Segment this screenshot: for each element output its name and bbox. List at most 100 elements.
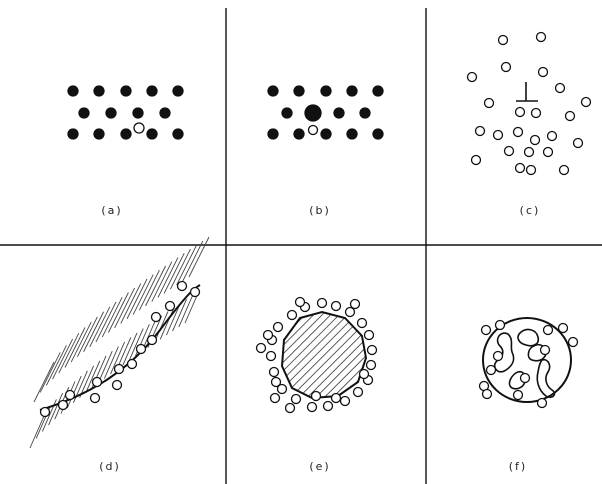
solvent-atom [133, 108, 143, 118]
solute-atom [532, 109, 541, 118]
segregated-solute-atom [59, 401, 68, 410]
atmosphere-atom [270, 368, 279, 377]
solvent-atom [68, 129, 78, 139]
solute-atom [531, 136, 540, 145]
dislocation-symbol [516, 82, 538, 101]
solvent-atom [321, 129, 331, 139]
cluster-atom [496, 321, 505, 330]
cluster-atom [514, 391, 523, 400]
solute-atom [537, 33, 546, 42]
segregated-solute-atom [128, 360, 137, 369]
solvent-atom [68, 86, 78, 96]
atmosphere-atom [286, 404, 295, 413]
atmosphere-atom [267, 352, 276, 361]
solvent-atom [347, 129, 357, 139]
solute-atom [514, 128, 523, 137]
solvent-atom [334, 108, 344, 118]
solvent-atom [268, 86, 278, 96]
segregated-solute-atom [178, 282, 187, 291]
segregated-solute-atom [152, 313, 161, 322]
solute-atom [527, 166, 536, 175]
atmosphere-atom [332, 394, 341, 403]
atmosphere-atom [308, 403, 317, 412]
panel-grid-lines [0, 8, 602, 484]
panel-a-interstitial [68, 86, 183, 139]
solute-atom [574, 139, 583, 148]
atmosphere-atom [354, 388, 363, 397]
atmosphere-atom [367, 361, 376, 370]
atmosphere-atom [272, 378, 281, 387]
solute-atom [566, 112, 575, 121]
solvent-atom [321, 86, 331, 96]
atmosphere-atom [324, 402, 333, 411]
cluster-atom [483, 390, 492, 399]
solvent-atom [94, 86, 104, 96]
solute-atom [499, 36, 508, 45]
solute-atom [516, 108, 525, 117]
segregated-solute-atom [166, 302, 175, 311]
solute-atom [560, 166, 569, 175]
solvent-atom [147, 129, 157, 139]
solvent-atom [160, 108, 170, 118]
solvent-atom [268, 129, 278, 139]
atmosphere-atom [341, 397, 350, 406]
caption-c: (c) [520, 204, 541, 217]
solvent-atom [173, 129, 183, 139]
segregated-solute-atom [191, 288, 200, 297]
atmosphere-atom [358, 319, 367, 328]
segregated-solute-atom [115, 365, 124, 374]
atmosphere-atom [264, 331, 273, 340]
solvent-atom [347, 86, 357, 96]
cluster-atom [482, 326, 491, 335]
cluster-atom [559, 324, 568, 333]
cluster-atom [521, 374, 530, 383]
solvent-atom [121, 129, 131, 139]
segregated-solute-atom [113, 381, 122, 390]
atmosphere-atom [257, 344, 266, 353]
solute-atom [525, 148, 534, 157]
solute-cluster [518, 330, 538, 346]
atmosphere-atom [346, 308, 355, 317]
atmosphere-atom [351, 300, 360, 309]
solvent-atom [294, 129, 304, 139]
solvent-atom [373, 86, 383, 96]
solute-atom [556, 84, 565, 93]
solvent-atom [121, 86, 131, 96]
atmosphere-atom [274, 323, 283, 332]
solute-cluster [537, 360, 554, 398]
solute-atom [505, 147, 514, 156]
solute-atom [516, 164, 525, 173]
solute-atom [494, 131, 503, 140]
solute-atom [476, 127, 485, 136]
segregated-solute-atom [66, 391, 75, 400]
cluster-atom [494, 352, 503, 361]
solvent-atom [373, 129, 383, 139]
segregated-solute-atom [93, 378, 102, 387]
panel-b-substitutional [268, 86, 383, 139]
cluster-atom [544, 326, 553, 335]
caption-b: (b) [309, 204, 331, 217]
solute-atom [539, 68, 548, 77]
caption-a: (a) [101, 204, 122, 217]
solute-atom [502, 63, 511, 72]
interstitial-atom [134, 123, 144, 133]
atmosphere-atom [296, 298, 305, 307]
segregated-solute-atom [91, 394, 100, 403]
panel-c-dislocation [468, 33, 591, 175]
segregated-solute-atom [137, 345, 146, 354]
solvent-atom [294, 86, 304, 96]
grain-boundary-line [40, 285, 200, 410]
solvent-atom [106, 108, 116, 118]
solute-atom [468, 73, 477, 82]
atmosphere-atom [312, 392, 321, 401]
caption-d: (d) [99, 460, 121, 473]
atmosphere-atom [365, 331, 374, 340]
solute-atom [485, 99, 494, 108]
panel-e-precipitate [257, 298, 377, 413]
caption-f: (f) [509, 460, 527, 473]
panel-f-cluster-cell [480, 318, 578, 408]
atmosphere-atom [368, 346, 377, 355]
cluster-atom [538, 399, 547, 408]
grain-hatching [30, 237, 209, 448]
